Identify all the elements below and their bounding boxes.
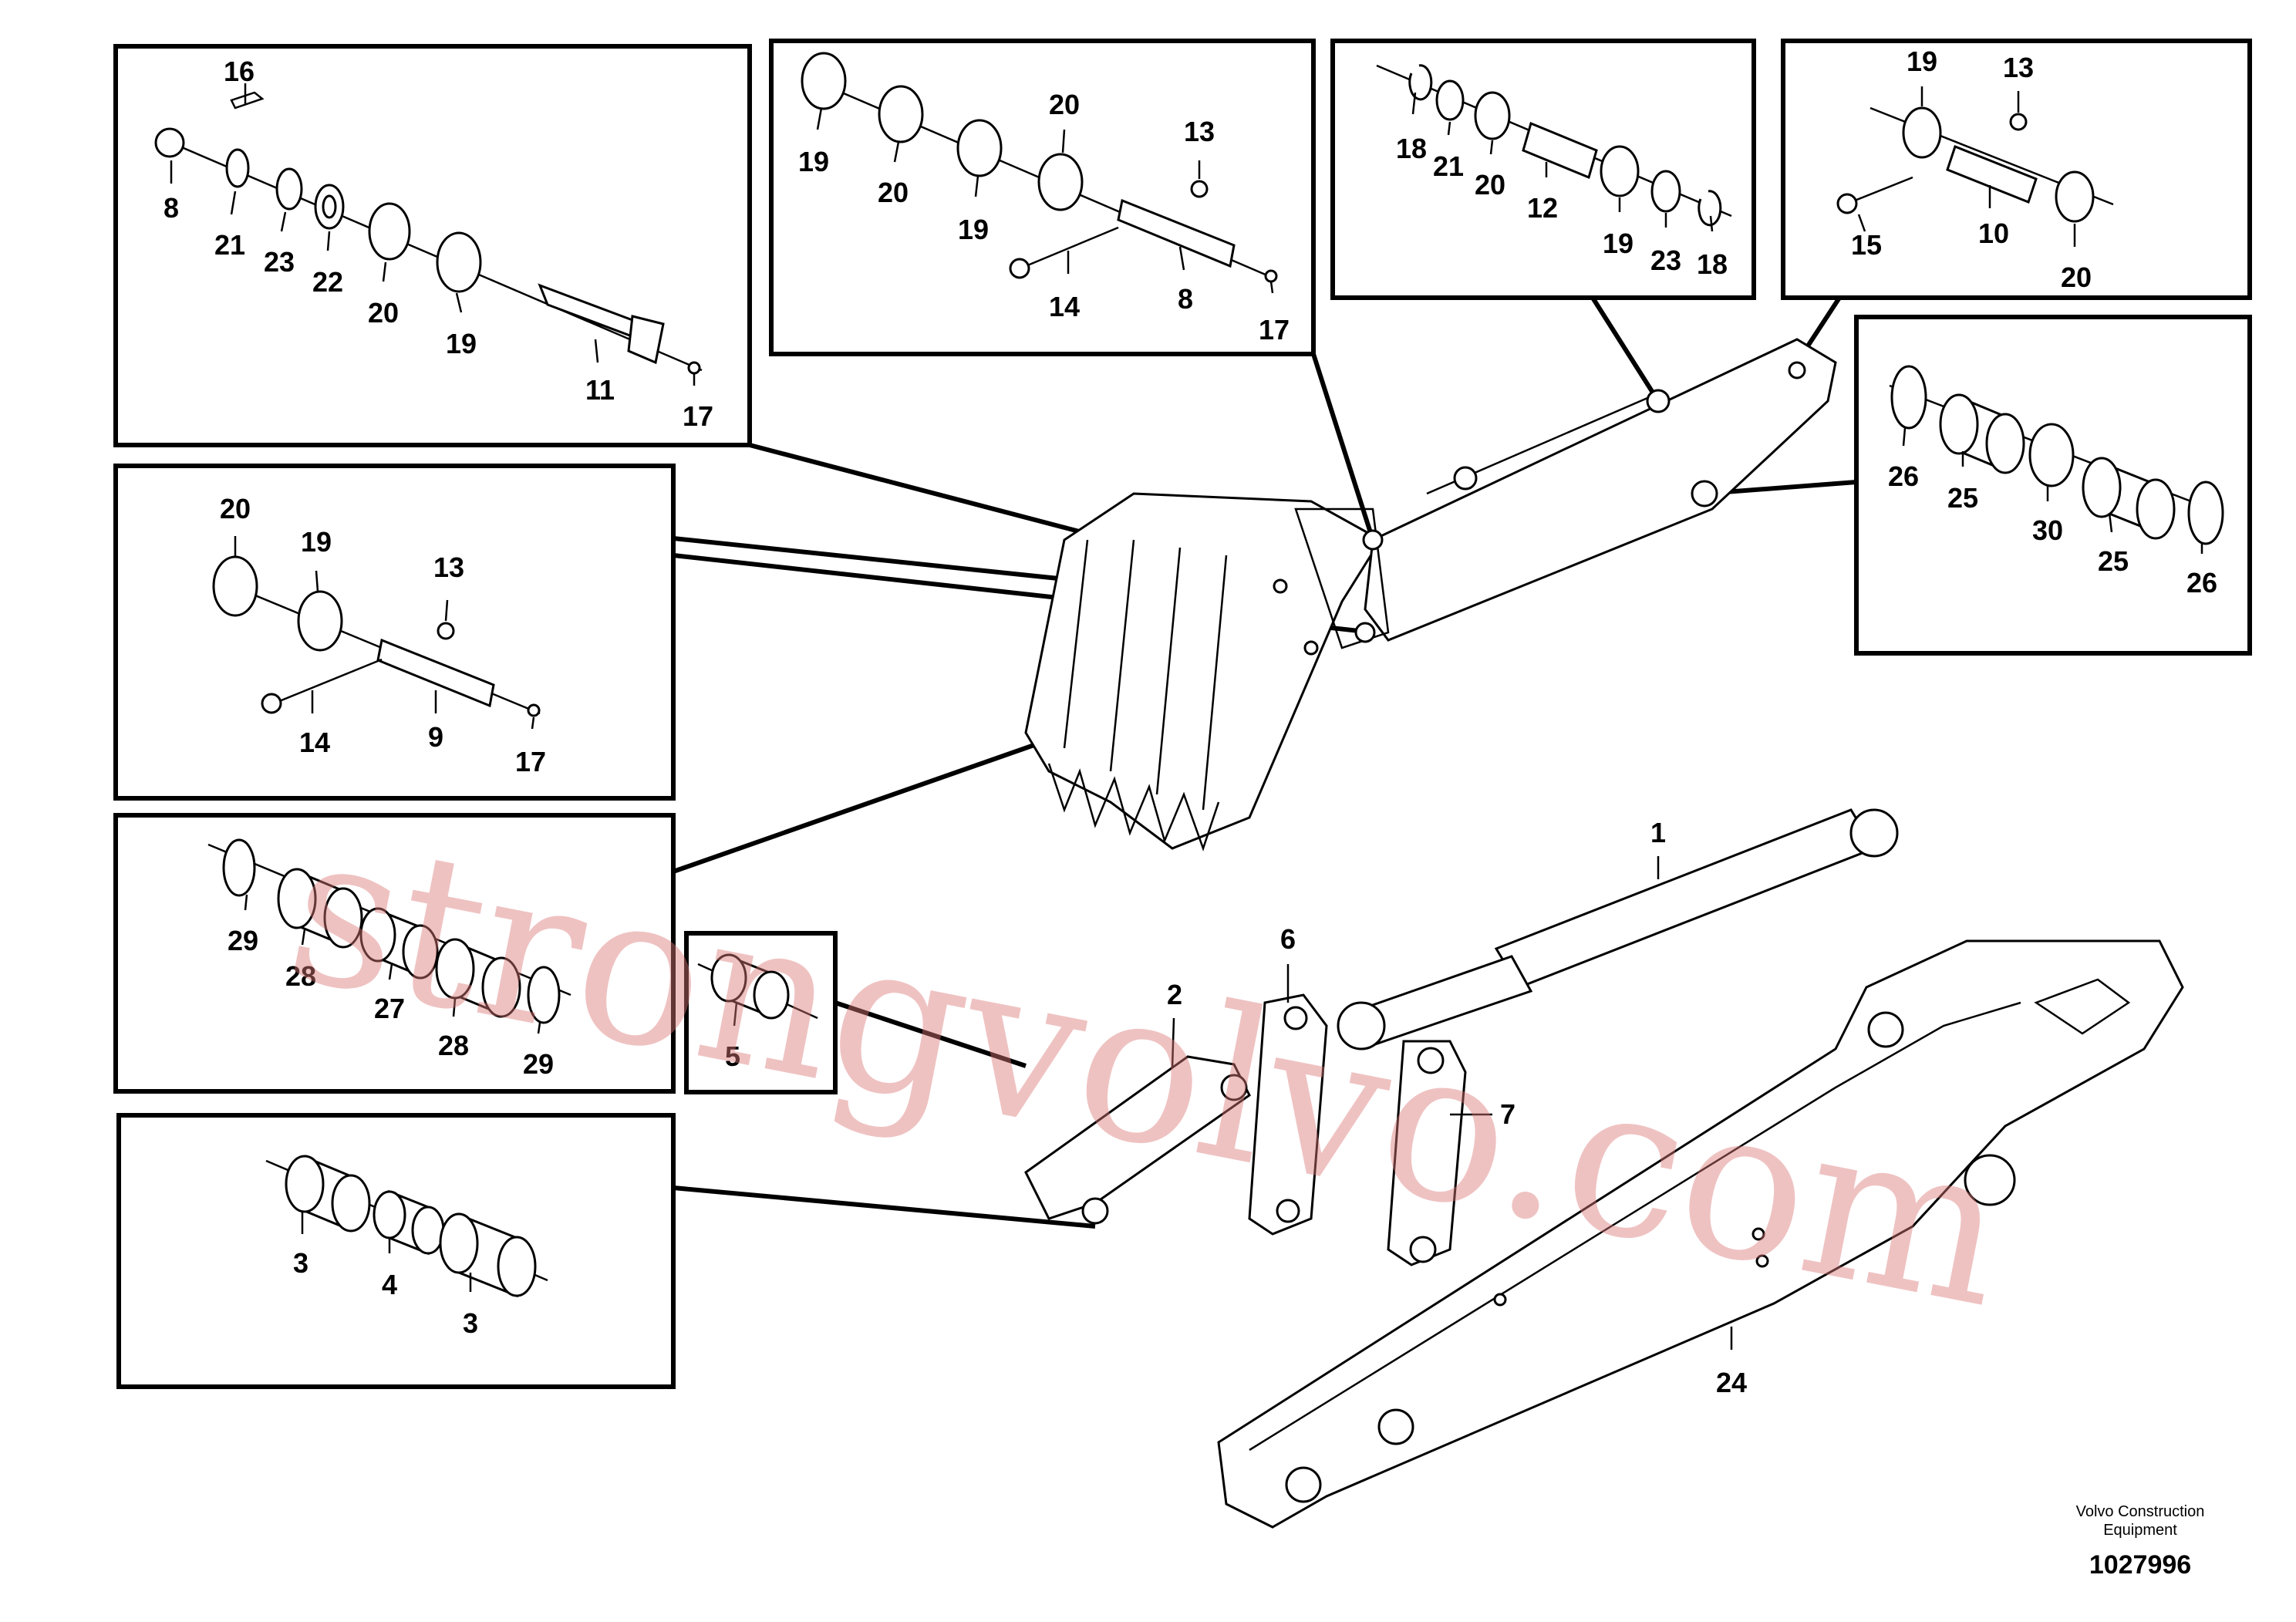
callout-20: 20 (368, 297, 399, 329)
box9-labels: 3 4 3 (293, 1212, 478, 1339)
callout-3: 3 (463, 1307, 478, 1339)
brand-line-2: Equipment (2103, 1522, 2177, 1539)
box1-parts (154, 91, 703, 375)
detail-box-7 (113, 813, 676, 1094)
callout-9: 9 (428, 721, 443, 753)
callout-2: 2 (1167, 979, 1182, 1010)
box5-parts (1889, 365, 2224, 545)
callout-26: 26 (2186, 567, 2217, 599)
box6-parts (212, 555, 541, 717)
callout-29: 29 (228, 925, 258, 956)
box9-parts (265, 1155, 548, 1298)
callout-16: 16 (224, 56, 255, 87)
callout-3: 3 (293, 1247, 308, 1279)
callout-25: 25 (1947, 482, 1978, 514)
drawing-number: 1027996 (2089, 1550, 2191, 1580)
callout-30: 30 (2032, 514, 2063, 546)
callout-7: 7 (1500, 1098, 1515, 1130)
callout-17: 17 (1259, 314, 1290, 346)
callout-29: 29 (523, 1048, 554, 1080)
callout-14: 14 (299, 727, 330, 758)
detail-box-8 (684, 931, 838, 1094)
callout-11: 11 (585, 374, 615, 406)
callout-19: 19 (446, 328, 477, 359)
brand-line-1: Volvo Construction (2076, 1503, 2205, 1520)
callout-4: 4 (382, 1269, 397, 1300)
detail-box-2 (769, 39, 1316, 356)
callout-6: 6 (1280, 923, 1296, 955)
callout-13: 13 (1184, 116, 1215, 147)
callout-28: 28 (285, 960, 316, 992)
box3-parts (1376, 64, 1732, 227)
callout-17: 17 (683, 400, 713, 432)
callout-8: 8 (164, 192, 179, 224)
detail-box-4 (1781, 39, 2252, 300)
callout-26: 26 (1888, 460, 1919, 492)
callout-27: 27 (374, 993, 405, 1024)
callout-21: 21 (1433, 150, 1464, 182)
callout-8: 8 (1178, 283, 1193, 315)
callout-17: 17 (515, 746, 546, 777)
detail-box-9 (116, 1113, 676, 1389)
box7-labels: 29 28 27 28 29 (228, 894, 554, 1080)
callout-18: 18 (1697, 248, 1728, 280)
callout-21: 21 (214, 229, 245, 261)
callout-5: 5 (725, 1040, 740, 1072)
box8-parts: 5 (697, 953, 818, 1072)
box2-labels: 19 20 19 20 13 14 8 17 (798, 89, 1290, 346)
callout-25: 25 (2098, 545, 2129, 577)
box5-labels: 26 25 30 25 26 (1888, 427, 2217, 599)
callout-19: 19 (798, 146, 829, 177)
main-labels: 1 2 6 7 24 (1167, 817, 1747, 1398)
callout-18: 18 (1396, 133, 1427, 164)
callout-15: 15 (1851, 229, 1882, 261)
callout-19: 19 (958, 214, 989, 245)
callout-28: 28 (438, 1030, 469, 1061)
callout-20: 20 (2061, 261, 2092, 293)
callout-14: 14 (1049, 291, 1080, 322)
box2-parts (801, 52, 1278, 283)
detail-box-1 (113, 44, 752, 447)
callout-20: 20 (1475, 169, 1505, 201)
bucket-and-arm-assembly (1024, 338, 2184, 1529)
detail-box-5 (1854, 315, 2252, 656)
callout-19: 19 (1907, 46, 1937, 77)
callout-20: 20 (878, 177, 909, 208)
callout-23: 23 (264, 246, 295, 278)
callout-10: 10 (1978, 218, 2009, 249)
leader-lines (673, 296, 1857, 1229)
callout-22: 22 (312, 266, 343, 298)
box4-parts (1836, 106, 2114, 223)
box7-parts (207, 838, 571, 1024)
callout-12: 12 (1527, 192, 1558, 224)
box3-labels: 18 21 20 12 19 23 18 (1396, 92, 1728, 280)
callout-24: 24 (1716, 1367, 1747, 1398)
callout-1: 1 (1650, 817, 1666, 848)
box6-labels: 20 19 13 14 9 17 (220, 493, 546, 777)
callout-19: 19 (301, 526, 332, 558)
box1-labels: 16 8 21 23 22 20 19 11 17 (164, 56, 713, 432)
callout-19: 19 (1603, 228, 1633, 259)
detail-box-3 (1330, 39, 1756, 300)
callout-13: 13 (433, 551, 464, 583)
callout-20: 20 (1049, 89, 1080, 120)
detail-box-6 (113, 464, 676, 801)
callout-13: 13 (2003, 52, 2034, 83)
callout-23: 23 (1650, 244, 1681, 276)
box4-labels: 19 13 15 10 20 (1851, 46, 2092, 293)
callout-20: 20 (220, 493, 251, 524)
